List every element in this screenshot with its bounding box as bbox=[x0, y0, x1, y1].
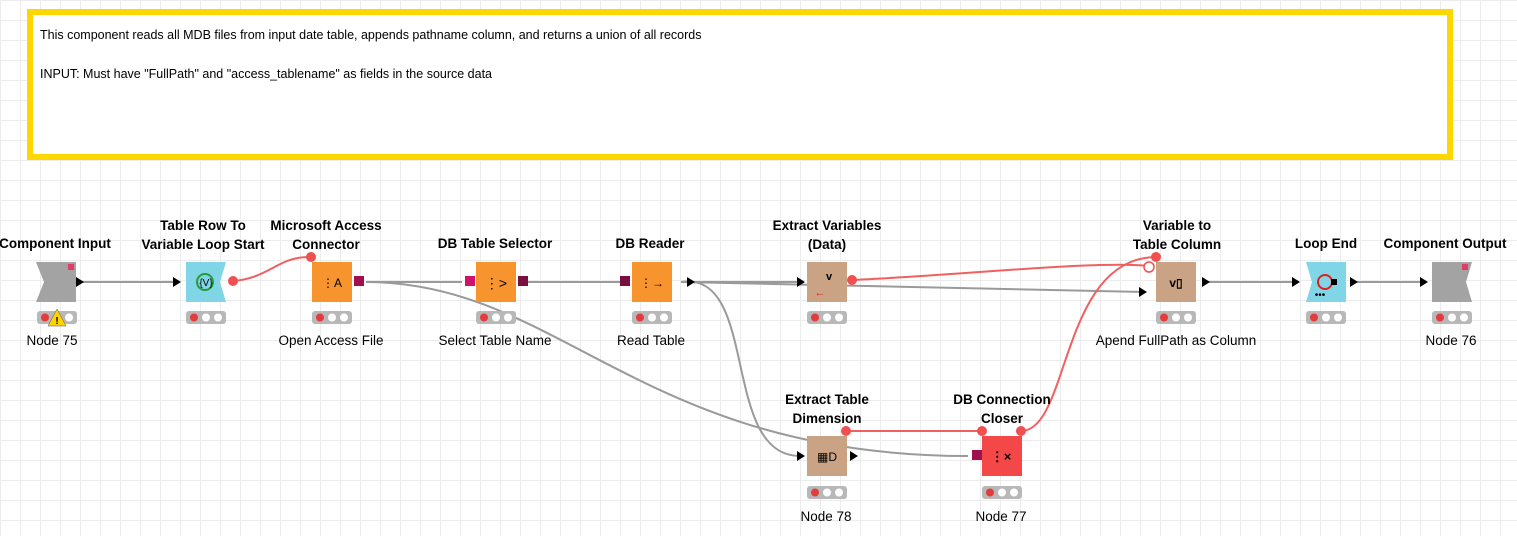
node-title-line: Extract Table bbox=[785, 392, 869, 407]
arrowhead bbox=[1350, 277, 1358, 287]
connection-connector-to-closer[interactable] bbox=[365, 281, 969, 457]
svg-text:▦D: ▦D bbox=[817, 450, 837, 464]
arrowhead bbox=[1139, 287, 1147, 297]
table-selector-title[interactable]: DB Table Selector bbox=[420, 234, 570, 253]
arrowhead bbox=[76, 277, 84, 287]
node-title-line: Microsoft Access bbox=[270, 218, 382, 233]
status-indicator bbox=[982, 486, 1022, 499]
node-title-line: Closer bbox=[980, 411, 1024, 426]
variable-to-column-node-icon[interactable]: v▯ bbox=[1143, 252, 1196, 302]
extract-variables-node-icon[interactable]: v ← bbox=[807, 262, 857, 302]
flowvar-loopstart-to-connector[interactable] bbox=[232, 255, 312, 282]
arrowhead bbox=[687, 277, 695, 287]
variable-to-column-label[interactable]: Apend FullPath as Column bbox=[1095, 333, 1257, 348]
component-output-label[interactable]: Node 76 bbox=[1425, 333, 1477, 348]
node-title-line: DB Connection bbox=[953, 392, 1051, 407]
workflow-annotation[interactable]: This component reads all MDB files from … bbox=[27, 9, 1453, 160]
node-title-line: Component Input bbox=[0, 236, 111, 251]
status-indicator bbox=[632, 311, 672, 324]
component-input-node-icon[interactable] bbox=[36, 262, 76, 302]
svg-text:{V}: {V} bbox=[199, 278, 213, 289]
access-connector-node-icon[interactable]: ⋮A bbox=[306, 252, 364, 302]
status-indicator bbox=[1156, 311, 1196, 324]
table-selector-label[interactable]: Select Table Name bbox=[438, 333, 552, 348]
status-indicator bbox=[476, 311, 516, 324]
status-indicator bbox=[807, 486, 847, 499]
status-indicator bbox=[1306, 311, 1346, 324]
node-title-line: Extract Variables bbox=[772, 218, 882, 233]
arrowhead bbox=[173, 277, 181, 287]
arrowhead bbox=[797, 277, 805, 287]
status-indicator bbox=[312, 311, 352, 324]
variable-to-column-title[interactable]: Variable to Table Column bbox=[1102, 216, 1252, 254]
component-input-label[interactable]: Node 75 bbox=[26, 333, 78, 348]
node-title-line: Connector bbox=[292, 237, 360, 252]
arrowhead bbox=[1420, 277, 1428, 287]
node-title-line: Loop End bbox=[1294, 236, 1358, 251]
annotation-text-line-2: INPUT: Must have "FullPath" and "access_… bbox=[40, 67, 493, 81]
access-connector-label[interactable]: Open Access File bbox=[278, 333, 384, 348]
component-input-title[interactable]: Component Input bbox=[0, 234, 130, 253]
loop-start-node-icon[interactable]: {V} bbox=[186, 262, 238, 302]
svg-text:⋮A: ⋮A bbox=[322, 276, 342, 290]
db-reader-title[interactable]: DB Reader bbox=[590, 234, 710, 253]
annotation-text-line-1: This component reads all MDB files from … bbox=[40, 28, 702, 42]
node-title-line: Table Column bbox=[1132, 237, 1222, 252]
arrowhead bbox=[1292, 277, 1300, 287]
db-closer-title[interactable]: DB Connection Closer bbox=[927, 390, 1077, 428]
loop-end-title[interactable]: Loop End bbox=[1266, 234, 1386, 253]
svg-text:!: ! bbox=[55, 316, 58, 327]
node-title-line: Variable Loop Start bbox=[141, 237, 265, 252]
arrowhead bbox=[850, 451, 858, 461]
loop-end-node-icon[interactable]: ••• bbox=[1306, 262, 1346, 302]
table-selector-node-icon[interactable]: ⋮> bbox=[465, 262, 528, 302]
node-title-line: Dimension bbox=[792, 411, 862, 426]
loop-start-title[interactable]: Table Row To Variable Loop Start bbox=[128, 216, 278, 254]
svg-text:v▯: v▯ bbox=[1169, 276, 1182, 290]
extract-dimension-title[interactable]: Extract Table Dimension bbox=[752, 390, 902, 428]
status-indicator bbox=[186, 311, 226, 324]
component-output-node-icon[interactable] bbox=[1432, 262, 1472, 302]
node-title-line: Variable to bbox=[1142, 218, 1212, 233]
db-reader-label[interactable]: Read Table bbox=[616, 333, 686, 348]
svg-text:⋮→: ⋮→ bbox=[640, 276, 664, 290]
db-reader-node-icon[interactable]: ⋮→ bbox=[620, 262, 672, 302]
svg-text:⋮×: ⋮× bbox=[991, 449, 1012, 464]
connection-reader-to-dimension[interactable] bbox=[680, 280, 801, 457]
extract-variables-title[interactable]: Extract Variables (Data) bbox=[752, 216, 902, 254]
node-title-line: (Data) bbox=[807, 237, 847, 252]
db-closer-label[interactable]: Node 77 bbox=[975, 509, 1027, 524]
node-title-line: DB Reader bbox=[615, 236, 685, 251]
flowvar-closer-to-varcolumn[interactable] bbox=[1020, 256, 1157, 432]
arrowhead bbox=[1202, 277, 1210, 287]
flowvar-extractvars-to-varcolumn[interactable] bbox=[851, 263, 1150, 281]
extract-dimension-node-icon[interactable]: ▦D bbox=[807, 426, 851, 476]
svg-text:←: ← bbox=[815, 287, 826, 299]
svg-text:v: v bbox=[826, 271, 833, 283]
svg-text:•••: ••• bbox=[1315, 290, 1326, 301]
arrowhead bbox=[797, 451, 805, 461]
access-connector-title[interactable]: Microsoft Access Connector bbox=[256, 216, 396, 254]
connection-reader-to-varcolumn[interactable] bbox=[680, 281, 1145, 293]
extract-dimension-label[interactable]: Node 78 bbox=[800, 509, 852, 524]
node-title-line: Table Row To bbox=[160, 218, 246, 233]
status-indicator bbox=[807, 311, 847, 324]
node-title-line: DB Table Selector bbox=[437, 236, 553, 251]
status-indicator bbox=[1432, 311, 1472, 324]
db-closer-node-icon[interactable]: ⋮× bbox=[972, 426, 1026, 476]
node-title-line: Component Output bbox=[1383, 236, 1507, 251]
svg-text:⋮>: ⋮> bbox=[485, 275, 507, 291]
status-indicator: ! bbox=[37, 308, 77, 327]
component-output-title[interactable]: Component Output bbox=[1370, 234, 1517, 253]
